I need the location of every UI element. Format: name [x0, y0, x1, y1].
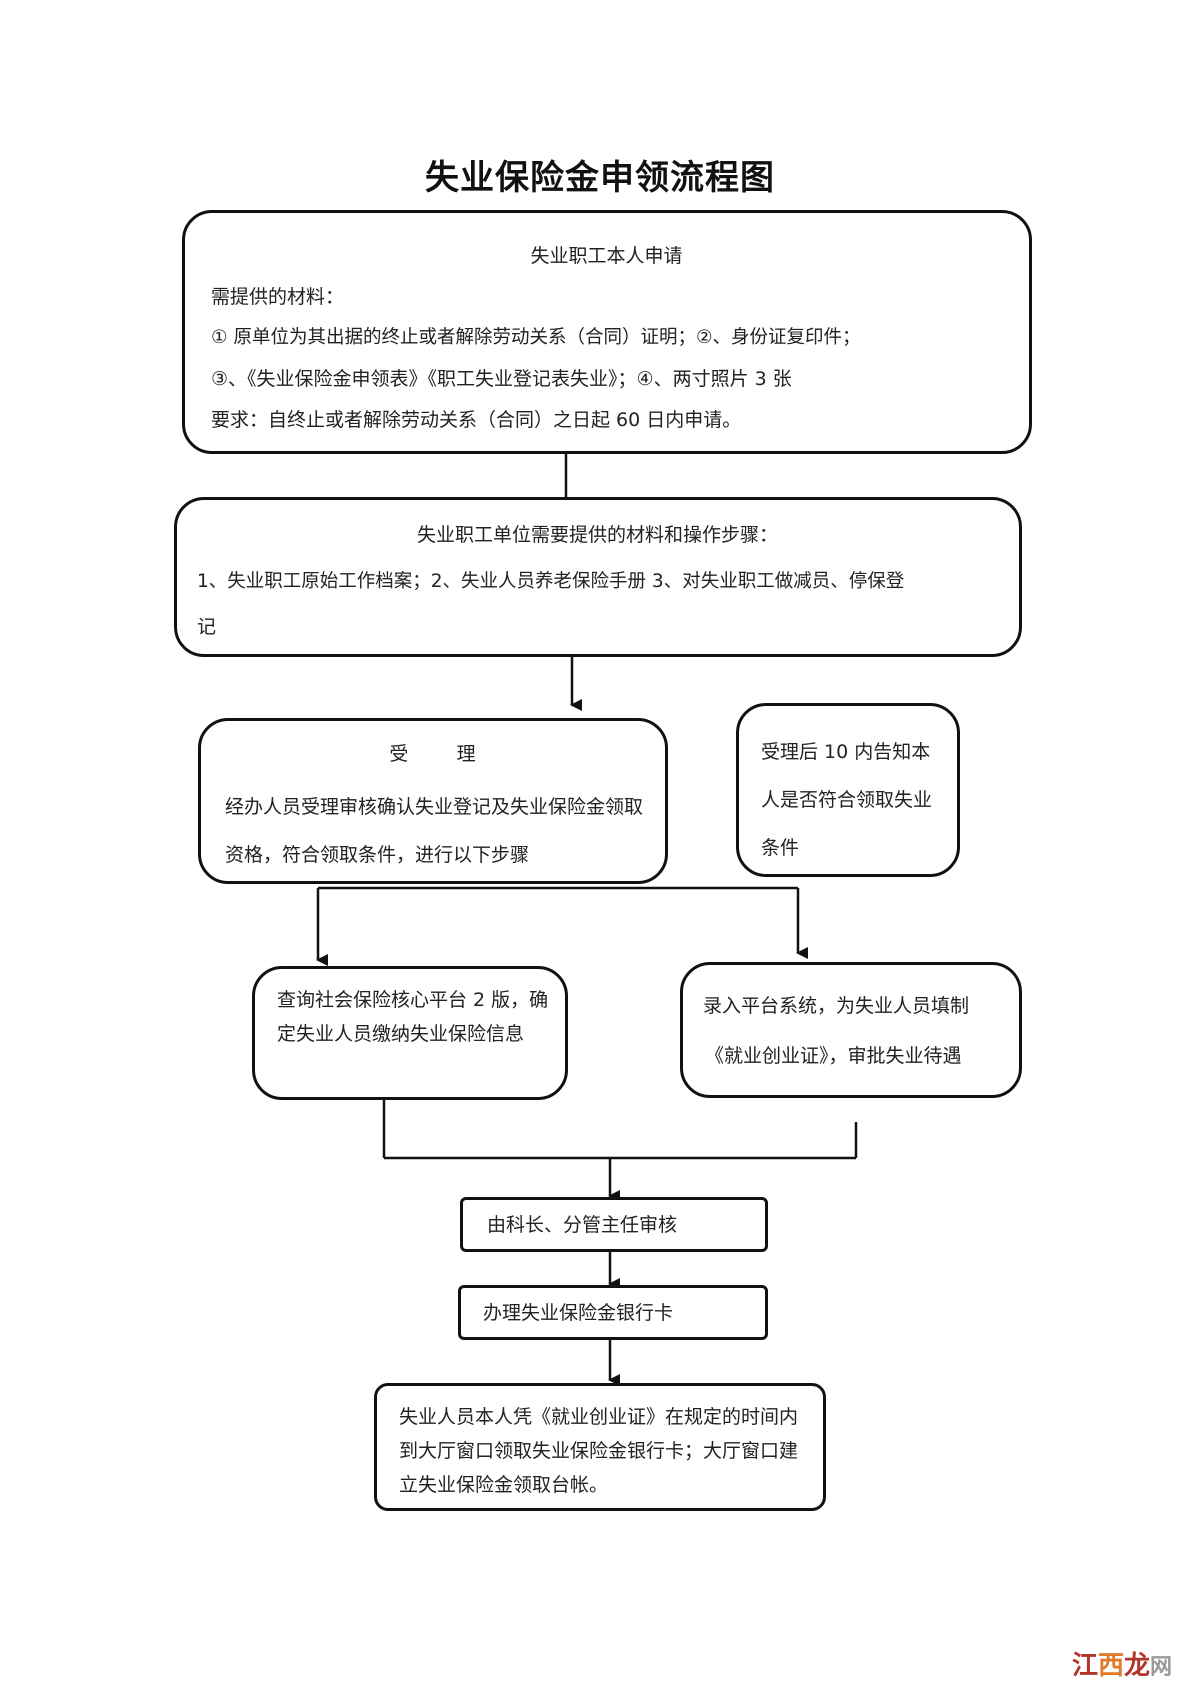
box7-body: 由科长、分管主任审核 — [487, 1214, 678, 1236]
box-enter-system: 录入平台系统，为失业人员填制 《就业创业证》，审批失业待遇 — [680, 962, 1022, 1098]
box3-body: 经办人员受理审核确认失业登记及失业保险金领取资格，符合领取条件，进行以下步骤 — [225, 796, 644, 866]
box-acceptance: 受 理 经办人员受理审核确认失业登记及失业保险金领取资格，符合领取条件，进行以下… — [198, 718, 668, 884]
box6-line2: 《就业创业证》，审批失业待遇 — [705, 1045, 962, 1067]
box-bank-card: 办理失业保险金银行卡 — [458, 1285, 768, 1340]
box-collect-card: 失业人员本人凭《就业创业证》在规定的时间内到大厅窗口领取失业保险金银行卡；大厅窗… — [374, 1383, 826, 1511]
box-employee-application: 失业职工本人申请 需提供的材料： ① 原单位为其出据的终止或者解除劳动关系（合同… — [182, 210, 1032, 454]
box2-line1: 1、失业职工原始工作档案；2、失业人员养老保险手册 3、对失业职工做减员、停保登 — [197, 571, 905, 592]
watermark-logo: 江西龙网 — [1072, 1645, 1172, 1682]
box8-body: 办理失业保险金银行卡 — [483, 1302, 674, 1324]
box4-body: 受理后 10 内告知本人是否符合领取失业条件 — [761, 741, 933, 859]
box1-line2: ① 原单位为其出据的终止或者解除劳动关系（合同）证明；②、身份证复印件； — [211, 327, 861, 348]
box1-line4: 要求：自终止或者解除劳动关系（合同）之日起 60 日内申请。 — [211, 409, 742, 431]
watermark-part3: 龙 — [1123, 1651, 1150, 1681]
box5-body: 查询社会保险核心平台 2 版，确定失业人员缴纳失业保险信息 — [277, 989, 549, 1045]
box-notify-within-10: 受理后 10 内告知本人是否符合领取失业条件 — [736, 703, 960, 877]
box-employer-materials: 失业职工单位需要提供的材料和操作步骤： 1、失业职工原始工作档案；2、失业人员养… — [174, 497, 1022, 657]
box3-heading: 受 理 — [389, 743, 476, 765]
watermark-part2: 西 — [1097, 1651, 1124, 1681]
box2-line2: 记 — [197, 616, 217, 638]
box-director-review: 由科长、分管主任审核 — [460, 1197, 768, 1252]
box1-line1: 需提供的材料： — [211, 286, 345, 308]
page-title: 失业保险金申领流程图 — [425, 158, 775, 198]
watermark-part4: 网 — [1149, 1655, 1172, 1680]
box1-line3: ③、《失业保险金申领表》《职工失业登记表失业》；④、两寸照片 3 张 — [211, 368, 792, 390]
watermark-part1: 江 — [1071, 1651, 1098, 1681]
box2-heading: 失业职工单位需要提供的材料和操作步骤： — [416, 524, 778, 546]
box6-line1: 录入平台系统，为失业人员填制 — [703, 995, 970, 1017]
box9-body: 失业人员本人凭《就业创业证》在规定的时间内到大厅窗口领取失业保险金银行卡；大厅窗… — [399, 1406, 799, 1496]
box-query-platform: 查询社会保险核心平台 2 版，确定失业人员缴纳失业保险信息 — [252, 966, 568, 1100]
box1-heading: 失业职工本人申请 — [530, 245, 683, 267]
